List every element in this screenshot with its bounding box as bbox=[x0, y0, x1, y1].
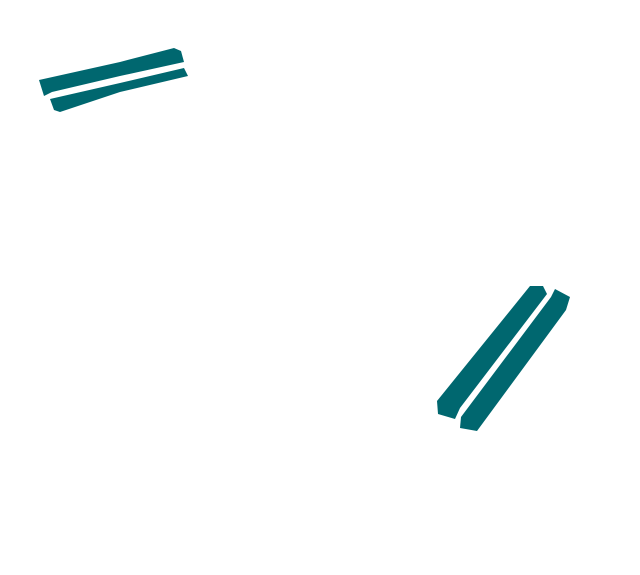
double-bar-bottom-right bbox=[437, 286, 570, 431]
double-bar-top-left bbox=[39, 48, 188, 112]
bar-left bbox=[437, 286, 547, 419]
bar-lower bbox=[50, 68, 188, 112]
bar-upper bbox=[39, 48, 184, 96]
bar-right bbox=[460, 289, 570, 431]
